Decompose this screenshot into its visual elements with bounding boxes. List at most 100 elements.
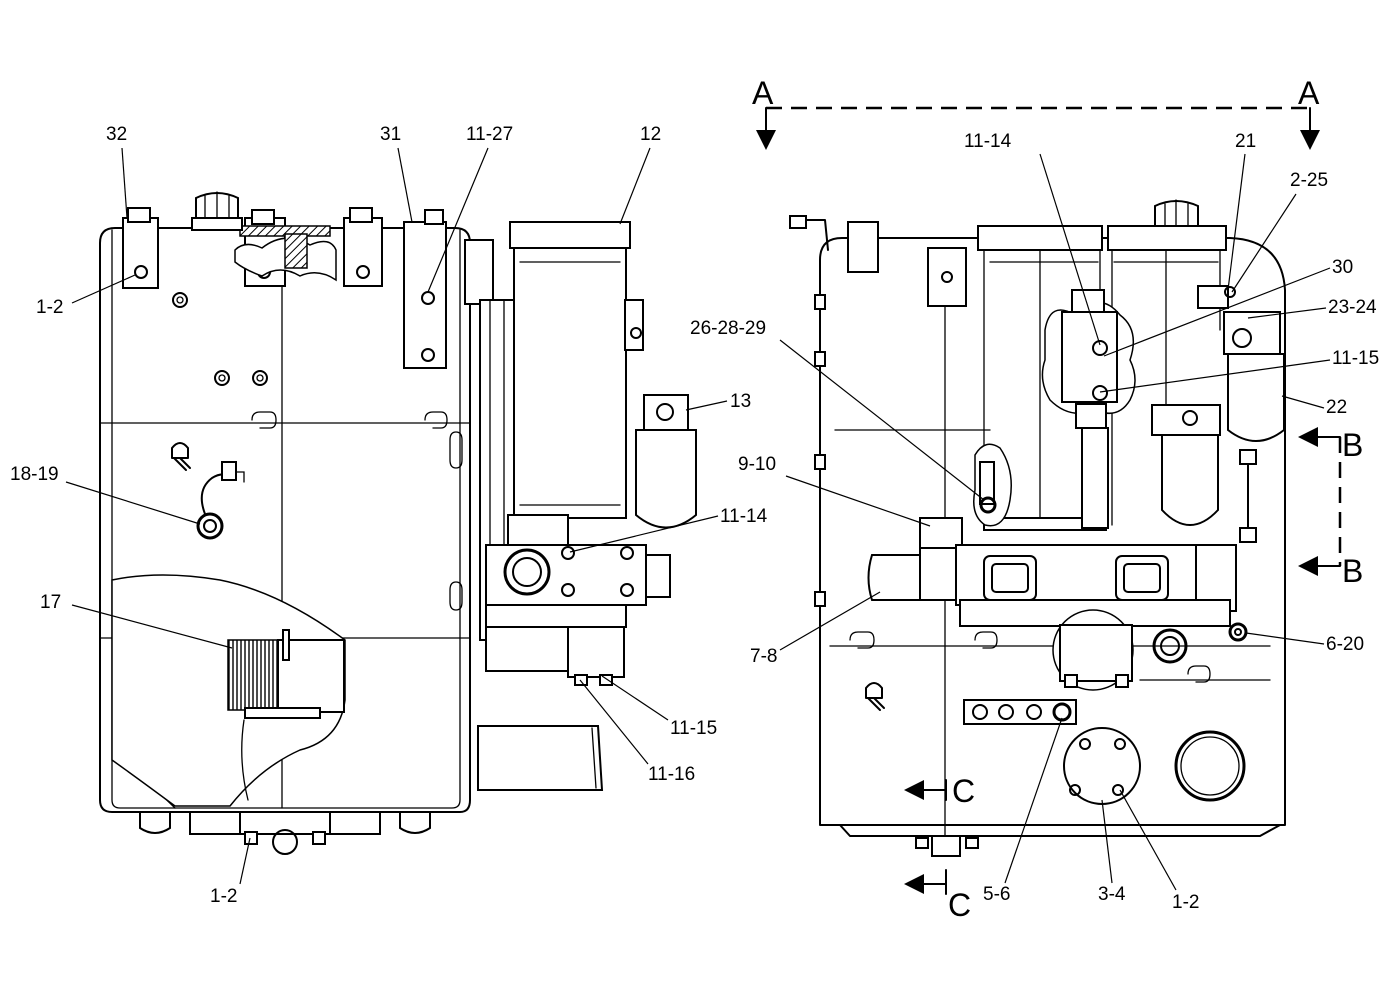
left-sensor-18-19 xyxy=(196,512,224,540)
callout-3-4: 3-4 xyxy=(1098,884,1126,905)
callout-12: 12 xyxy=(640,124,661,145)
left-filter-base xyxy=(244,707,321,719)
right-filter-right-flange xyxy=(1107,225,1227,251)
callout-13: 13 xyxy=(730,391,751,412)
leader-22 xyxy=(1281,395,1325,409)
right-view: A A B B C C xyxy=(690,75,1379,923)
right-manifold-port-2-inner xyxy=(1123,563,1161,593)
leader-6-20 xyxy=(1245,632,1325,645)
right-bottom-drain-bolt-1 xyxy=(915,837,929,849)
left-filter-12-port-hole xyxy=(630,327,642,339)
left-valve-port-inner xyxy=(512,557,542,587)
right-switch-port xyxy=(1232,328,1252,348)
leader-12 xyxy=(619,147,651,225)
left-tank-inner-frame xyxy=(111,229,461,809)
leader-11-27 xyxy=(427,147,489,293)
leader-30 xyxy=(1103,267,1331,357)
callout-7-8: 7-8 xyxy=(750,646,777,667)
right-bracket-21 xyxy=(1197,285,1229,309)
leader-31 xyxy=(397,147,413,223)
left-top-hatch-block xyxy=(284,233,308,269)
left-filter-rod xyxy=(282,629,290,661)
right-valve-bolt-1 xyxy=(1092,340,1108,356)
left-plug-1 xyxy=(172,292,188,308)
left-plug-2 xyxy=(214,370,230,386)
left-foot-2 xyxy=(399,811,431,834)
left-bracket-2-bolt xyxy=(251,209,275,225)
left-valve-cap xyxy=(645,554,671,598)
callout-11-16: 11-16 xyxy=(648,764,695,785)
left-bracket-32-bolt xyxy=(127,207,151,223)
callout-2-25: 2-25 xyxy=(1290,170,1328,191)
left-valve-top xyxy=(507,514,569,548)
section-b-label-bottom: B xyxy=(1342,553,1363,589)
left-filter-12-side-port xyxy=(624,299,644,351)
right-switch-rod-bottom xyxy=(1239,527,1257,543)
right-plug-6-20 xyxy=(1228,622,1248,642)
leader-11-16 xyxy=(579,679,649,765)
right-side-clip-1 xyxy=(814,294,826,310)
left-pump-bolt-1 xyxy=(574,674,588,686)
left-sensor-connector xyxy=(221,461,237,481)
leader-5-6 xyxy=(1004,717,1063,884)
right-tank-base xyxy=(839,824,1281,837)
section-b-label-top: B xyxy=(1342,427,1363,463)
left-drain-bolt-1 xyxy=(244,831,258,845)
right-pump-bolt-1 xyxy=(1064,674,1078,688)
left-lower-bracket xyxy=(485,626,569,672)
left-plug-3-inner xyxy=(256,374,264,382)
left-filter-12-body xyxy=(513,247,627,519)
left-valve-bolt-2 xyxy=(561,583,575,597)
right-cover-bolt-3 xyxy=(1069,784,1081,796)
callout-6-20: 6-20 xyxy=(1326,634,1364,655)
callout-23-24: 23-24 xyxy=(1328,297,1377,318)
left-plug-1-inner xyxy=(176,296,184,304)
section-a-label-left: A xyxy=(752,75,774,111)
callout-1-2-top: 1-2 xyxy=(36,297,63,318)
callout-26-28-29: 26-28-29 xyxy=(690,318,766,339)
left-plug-2-inner xyxy=(218,374,226,382)
right-cover-bolt-4 xyxy=(1112,784,1124,796)
left-valve-bolt-3 xyxy=(620,546,634,560)
right-valve-top xyxy=(1071,289,1105,313)
callout-22: 22 xyxy=(1326,397,1347,418)
section-c-label-bottom: C xyxy=(948,887,971,923)
left-pump-bolt-2 xyxy=(599,674,613,686)
callout-11-27: 11-27 xyxy=(466,124,513,145)
left-filter-13-head xyxy=(643,394,689,431)
right-side-clip-3 xyxy=(814,454,826,470)
leader-23-24 xyxy=(1247,307,1327,319)
right-top-left-bolt xyxy=(789,215,807,229)
right-cover-bolt-2 xyxy=(1114,738,1126,750)
callout-21: 21 xyxy=(1235,131,1256,152)
right-manifold-port-1-inner xyxy=(991,563,1029,593)
right-switch-rod-top xyxy=(1239,449,1257,465)
leader-2-25 xyxy=(1231,193,1297,293)
right-block-9-10 xyxy=(919,517,963,549)
left-drain-plug xyxy=(272,829,298,855)
leader-21 xyxy=(1227,153,1246,291)
right-plug-strip-4 xyxy=(1052,702,1072,722)
leader-1-2-bottom xyxy=(239,837,251,885)
leader-13 xyxy=(685,400,728,411)
right-inspection-window-inner xyxy=(1180,736,1240,796)
right-sight-gauge xyxy=(979,461,995,505)
left-view: 32 31 11-27 12 1-2 13 18-19 11-14 17 11-… xyxy=(10,124,768,907)
left-filler-base xyxy=(191,217,243,231)
left-filter-13-canister xyxy=(635,429,697,529)
left-bracket-32-hole xyxy=(134,265,148,279)
left-plug-3 xyxy=(252,370,268,386)
right-seam-clip-3 xyxy=(1187,665,1211,683)
section-a-label-right: A xyxy=(1298,75,1320,111)
right-plug-strip-1 xyxy=(972,704,988,720)
right-filter-head-bolt xyxy=(1182,410,1198,426)
callout-1-2-right: 1-2 xyxy=(1172,892,1199,913)
left-valve-bolt-1 xyxy=(561,546,575,560)
right-pump-body xyxy=(1059,624,1133,682)
left-bottom-cover xyxy=(239,811,331,835)
leader-32 xyxy=(121,147,128,219)
callout-18-19: 18-19 xyxy=(10,464,59,485)
left-tank-body xyxy=(99,227,471,813)
callout-11-15-right: 11-15 xyxy=(1332,348,1379,369)
